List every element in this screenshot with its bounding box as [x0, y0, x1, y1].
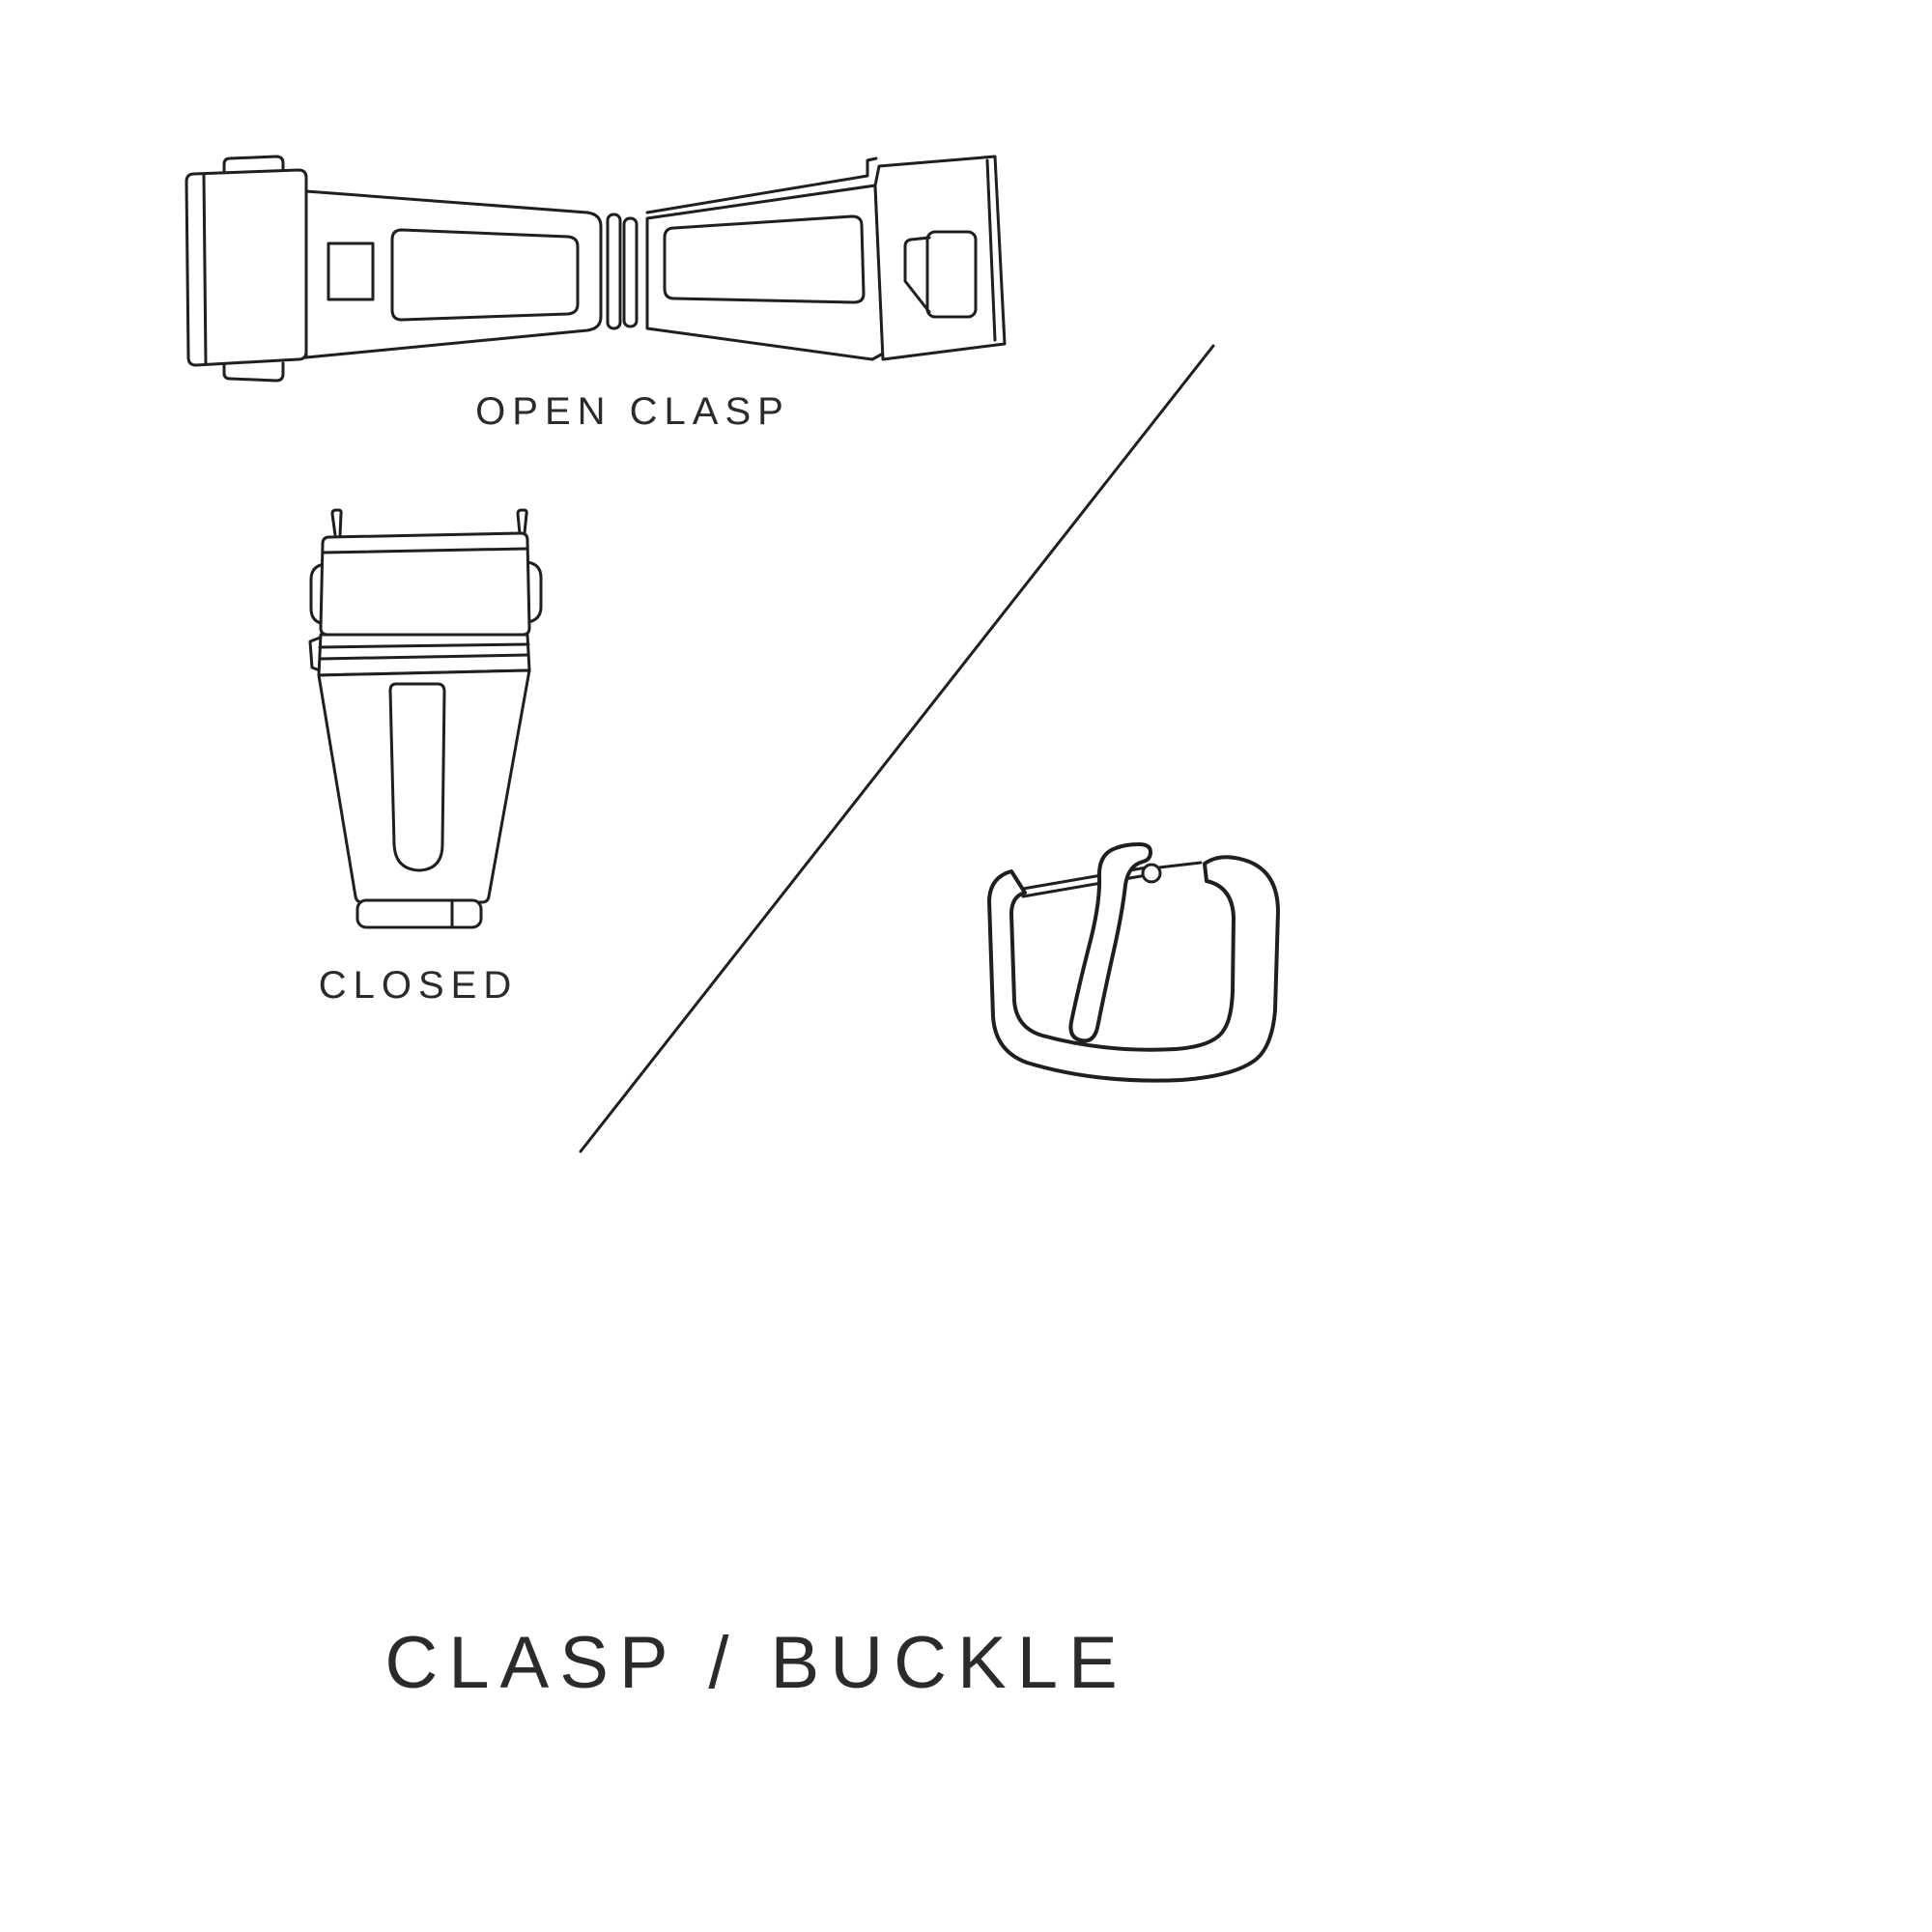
- open-clasp-label: OPEN CLASP: [475, 390, 790, 433]
- closed-clasp-label: CLOSED: [318, 964, 519, 1007]
- closed-clasp-drawing: [308, 508, 543, 929]
- buckle-illustration: [961, 837, 1290, 1107]
- buckle-drawing: [987, 842, 1280, 1083]
- page-title: CLASP / BUCKLE: [384, 1622, 1128, 1704]
- diagonal-divider-line: [575, 340, 1222, 1156]
- open-clasp-drawing: [185, 155, 1007, 383]
- closed-clasp-illustration: [298, 508, 549, 933]
- open-clasp-illustration: [164, 143, 1014, 384]
